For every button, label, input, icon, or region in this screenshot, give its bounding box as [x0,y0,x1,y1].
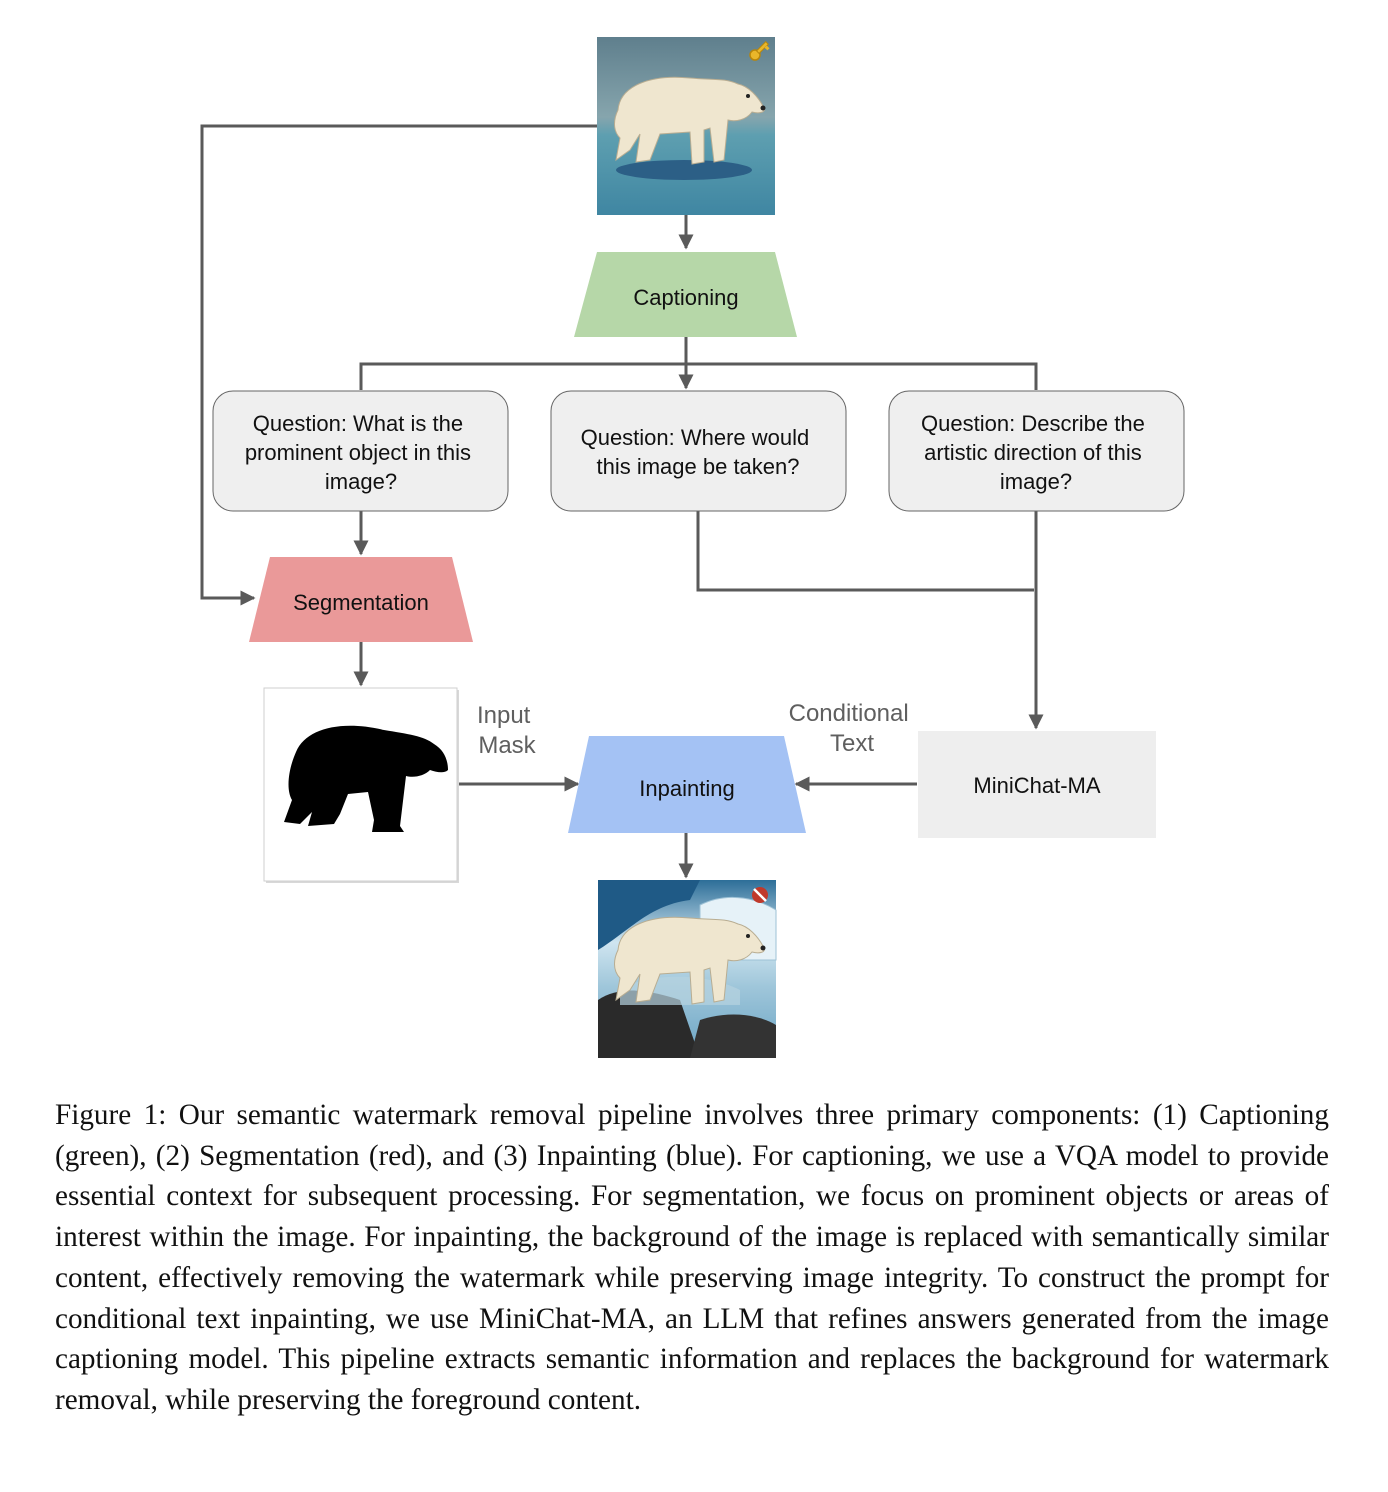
svg-text:Question: Where would th: Question: Where would this image be take… [581,425,816,479]
input-image [597,37,775,215]
input-mask-label-line-2: Mask [478,732,536,759]
svg-text:Question: What is the pr: Question: What is the prominent object i… [245,411,477,494]
polar-bear-silhouette [284,725,448,832]
minichat-node: MiniChat-MA [918,731,1156,838]
svg-text:Question: Describe the a: Question: Describe the artistic directio… [921,411,1151,494]
figure-label: Figure 1: [55,1099,167,1131]
minichat-label: MiniChat-MA [973,773,1100,798]
question-3-node: Question: Describe the artistic directio… [888,390,1185,512]
output-polar-bear-figure [614,916,766,1005]
output-image [598,880,777,1058]
captioning-label: Captioning [633,285,738,310]
question-3-line-2: artistic direction of this [924,440,1142,465]
captioning-node: Captioning [574,252,797,337]
question-3-line-1: Question: Describe the [921,411,1145,436]
inpainting-label: Inpainting [639,776,734,801]
input-mask-label-line-1: Input [477,702,531,729]
svg-text:Input Mask: Input Mask [477,702,537,759]
question-2-line-2: this image be taken? [596,454,799,479]
key-icon [749,40,770,61]
segmentation-node: Segmentation [249,557,473,642]
edge-image-to-segmentation [200,124,597,606]
conditional-text-label-line-1: Conditional [789,700,909,727]
no-entry-icon [752,887,768,903]
mask-image [263,687,459,883]
conditional-text-label-line-2: Text [830,730,874,757]
diagram-edges [200,124,1044,879]
edge-question-2-merge [696,511,1034,592]
question-3-line-3: image? [1000,469,1072,494]
question-1-node: Question: What is the prominent object i… [212,390,509,512]
question-2-node: Question: Where would this image be take… [550,390,847,512]
question-1-line-2: prominent object in this [245,440,471,465]
question-1-line-1: Question: What is the [253,411,463,436]
question-1-line-3: image? [325,469,397,494]
figure-caption-body: Our semantic watermark removal pipeline … [55,1099,1329,1416]
segmentation-label: Segmentation [293,590,429,615]
question-2-line-1: Question: Where would [581,425,810,450]
figure-caption: Figure 1: Our semantic watermark removal… [55,1095,1329,1421]
polar-bear-figure [614,76,766,165]
pipeline-diagram: Captioning Question: What is the promine… [200,37,1185,1058]
edge-captioning-branch [359,362,1038,390]
svg-text:Conditional Text: Conditional Text [789,700,916,757]
inpainting-node: Inpainting [568,736,806,833]
